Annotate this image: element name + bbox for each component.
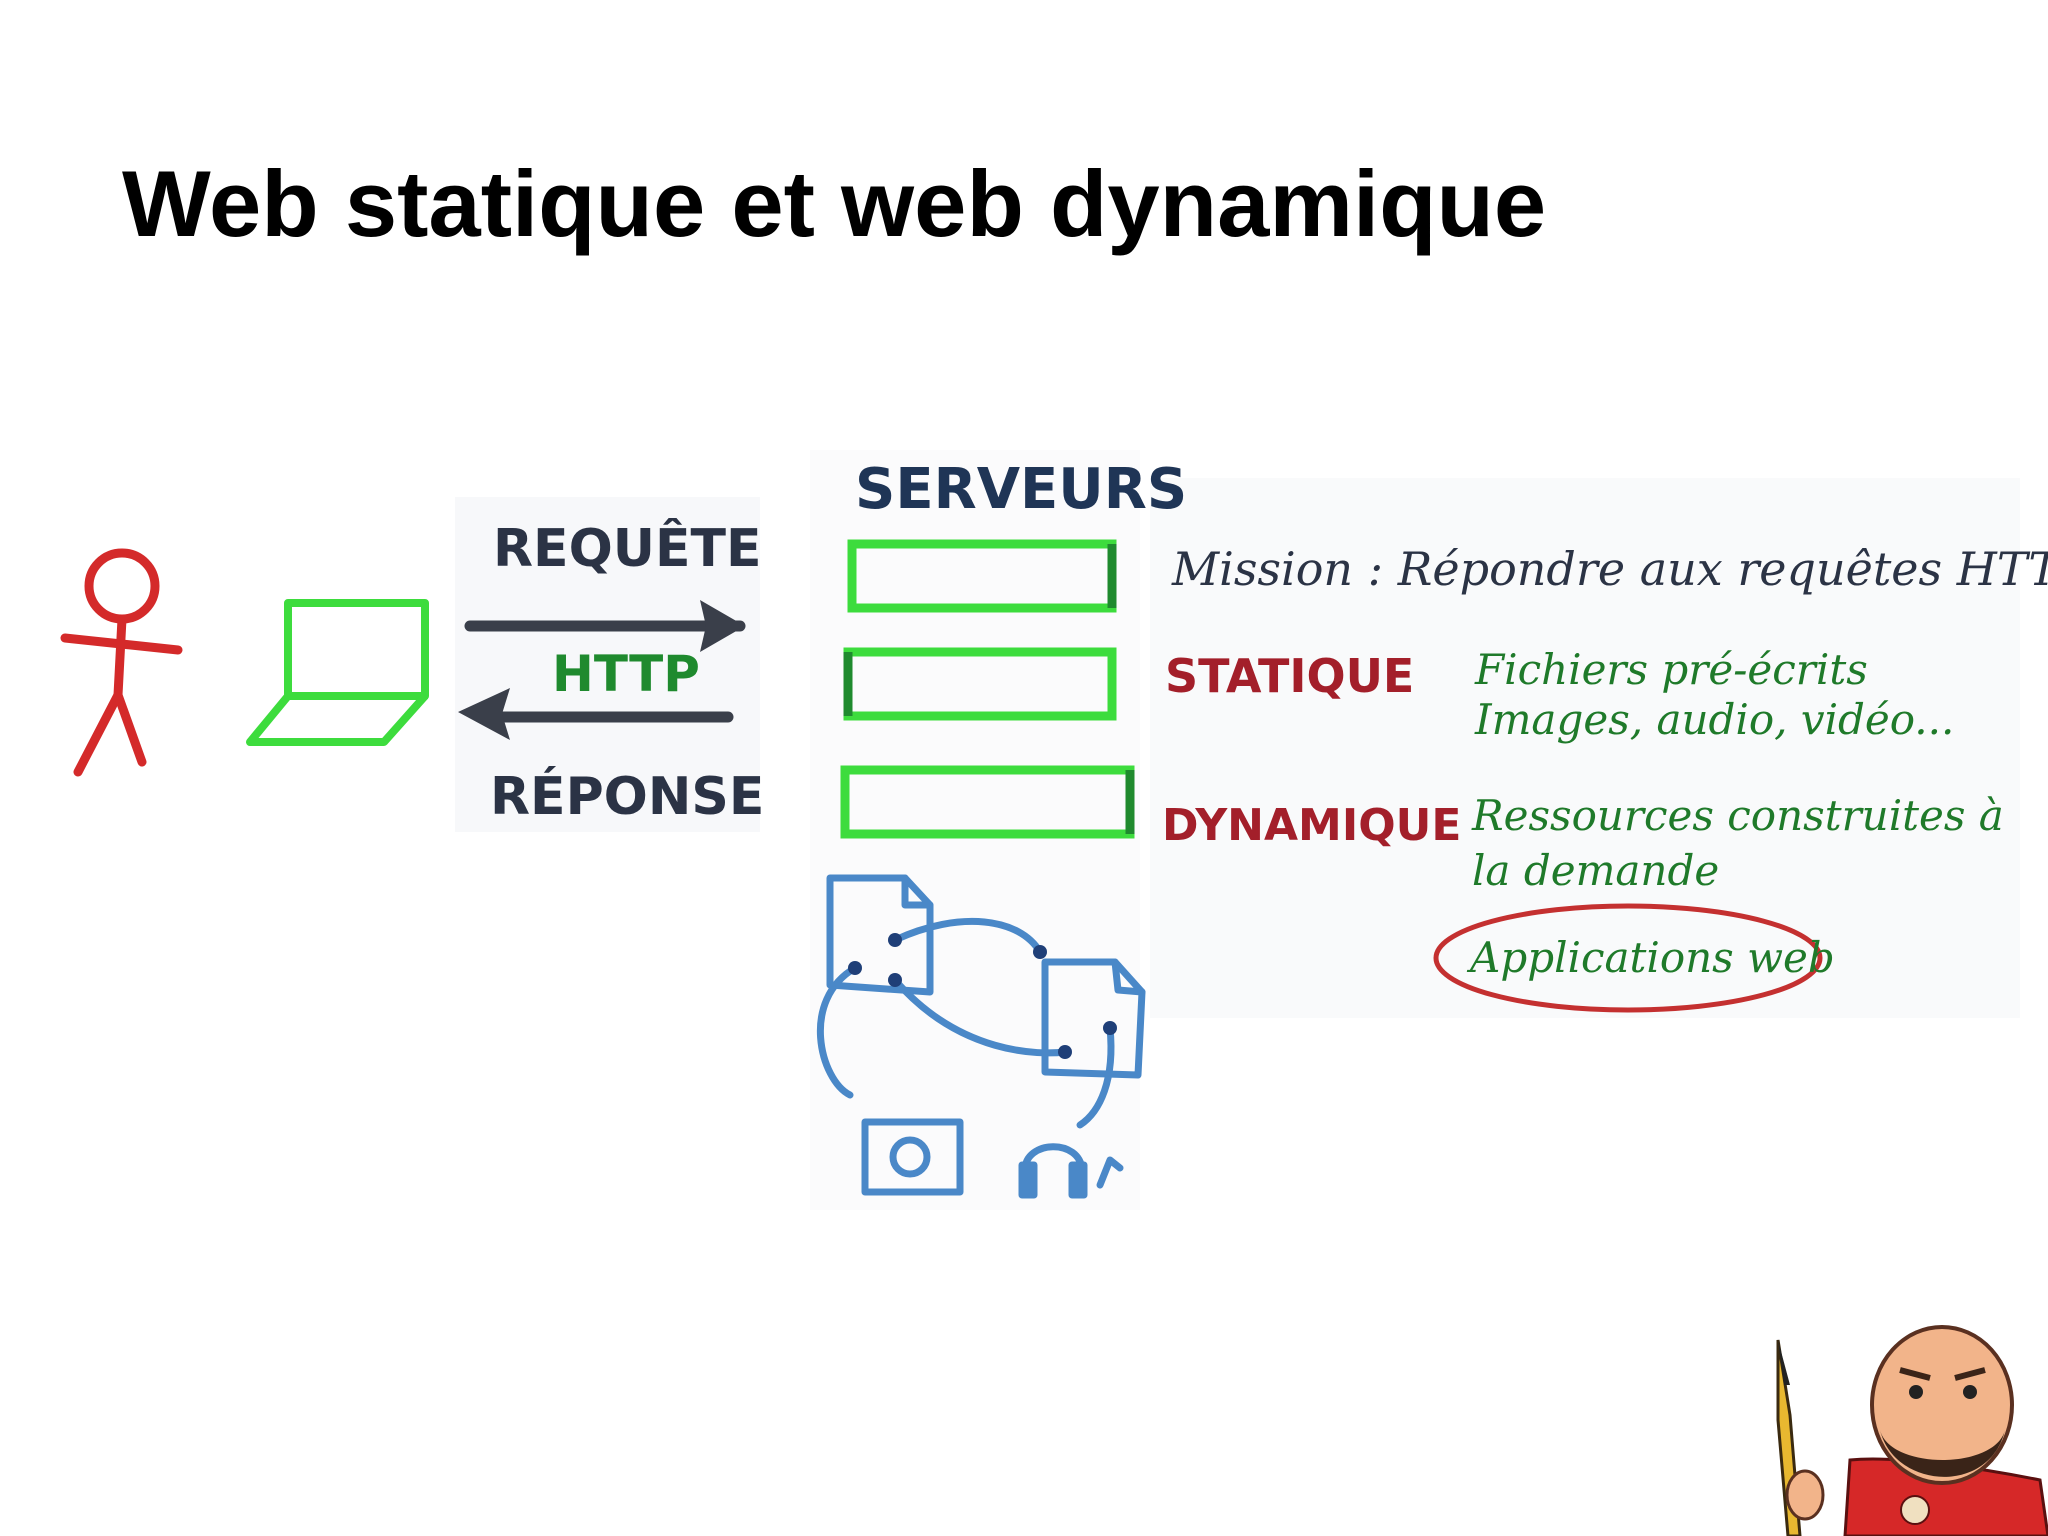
dynamic-desc-line2: la demande	[1472, 846, 1719, 895]
web-apps-label: Applications web	[1466, 933, 1835, 982]
server-stack-icon	[840, 539, 1135, 839]
mission-text: Mission : Répondre aux requêtes HTTP	[1171, 542, 2048, 596]
servers-label: SERVEURS	[855, 457, 1187, 522]
author-avatar-icon	[1776, 1325, 2048, 1536]
response-arrow-icon	[458, 688, 734, 740]
static-desc-line2: Images, audio, vidéo...	[1474, 695, 1954, 744]
user-stick-figure-icon	[60, 548, 183, 777]
dynamic-desc-line1: Ressources construites à	[1471, 791, 2004, 840]
response-label: RÉPONSE	[490, 766, 764, 827]
dynamic-label: DYNAMIQUE	[1162, 800, 1461, 851]
description-panel	[1150, 478, 2020, 1018]
slide-title: Web statique et web dynamique	[122, 151, 1547, 256]
link-dot-icon	[848, 933, 1117, 1059]
static-label: STATIQUE	[1165, 649, 1414, 703]
arrows-panel	[455, 497, 760, 832]
laptop-icon	[246, 599, 429, 746]
static-desc-line1: Fichiers pré-écrits	[1474, 645, 1868, 694]
http-label: HTTP	[552, 645, 700, 703]
web-apps-circle-icon	[1433, 903, 1823, 1013]
request-arrow-icon	[464, 600, 746, 652]
linked-files-icon	[816, 874, 1146, 1199]
request-label: REQUÊTE	[493, 518, 762, 579]
